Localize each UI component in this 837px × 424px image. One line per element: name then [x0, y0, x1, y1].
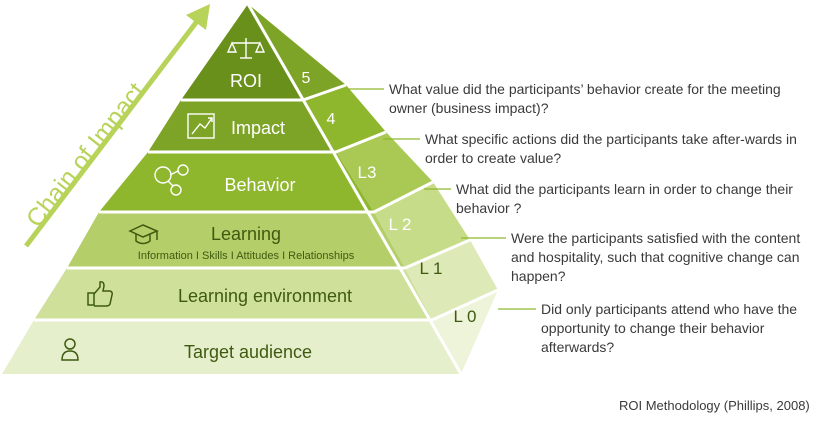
scales-icon: [226, 38, 266, 59]
tier-impact: [148, 100, 336, 152]
people-network-icon: [154, 164, 189, 196]
tier-title-behavior: Behavior: [224, 175, 295, 195]
person-badge-icon: [61, 338, 79, 361]
facet-level-4: [303, 85, 386, 152]
level-label-3: L3: [358, 163, 377, 182]
level-label-4: 4: [327, 111, 336, 128]
level-label-2: L 2: [388, 215, 411, 234]
graduation-cap-icon: [128, 224, 159, 245]
question-impact: What specific actions did the participan…: [425, 131, 797, 166]
tier-subtitle-learning: Information I Skills I Attitudes I Relat…: [138, 250, 355, 262]
facet-level-0: [432, 290, 498, 374]
tier-behavior: [99, 152, 374, 212]
level-label-0: L 0: [453, 307, 476, 326]
tier-roi: [181, 4, 303, 100]
question-audience: Did only participants attend who have th…: [541, 301, 798, 355]
tier-environment: [34, 268, 432, 320]
question-behavior: What did the participants learn in order…: [456, 181, 793, 216]
question-connectors: [346, 88, 536, 310]
level-label-5: 5: [302, 70, 311, 87]
question-roi: What value did the participants’ behavio…: [389, 81, 781, 116]
question-learning: Were the participants satisfied with the…: [511, 230, 801, 284]
tier-audience: [2, 320, 461, 374]
facet-level-3: [336, 132, 433, 212]
source-credit: ROI Methodology (Phillips, 2008): [619, 398, 810, 413]
facet-level-5: [248, 4, 346, 100]
chain-of-impact-arrow: [24, 4, 210, 248]
level-label-1: L 1: [419, 259, 442, 278]
thumbs-up-icon: [87, 281, 113, 307]
tier-title-environment: Learning environment: [178, 286, 352, 306]
growth-chart-icon: [187, 113, 215, 139]
tier-learning: [67, 212, 405, 268]
tier-title-learning: Learning: [211, 224, 281, 244]
tier-title-impact: Impact: [231, 118, 285, 138]
tier-separators: [34, 3, 499, 375]
tier-title-audience: Target audience: [184, 342, 312, 362]
facet-level-2: [374, 182, 470, 268]
tier-title-roi: ROI: [230, 71, 262, 91]
